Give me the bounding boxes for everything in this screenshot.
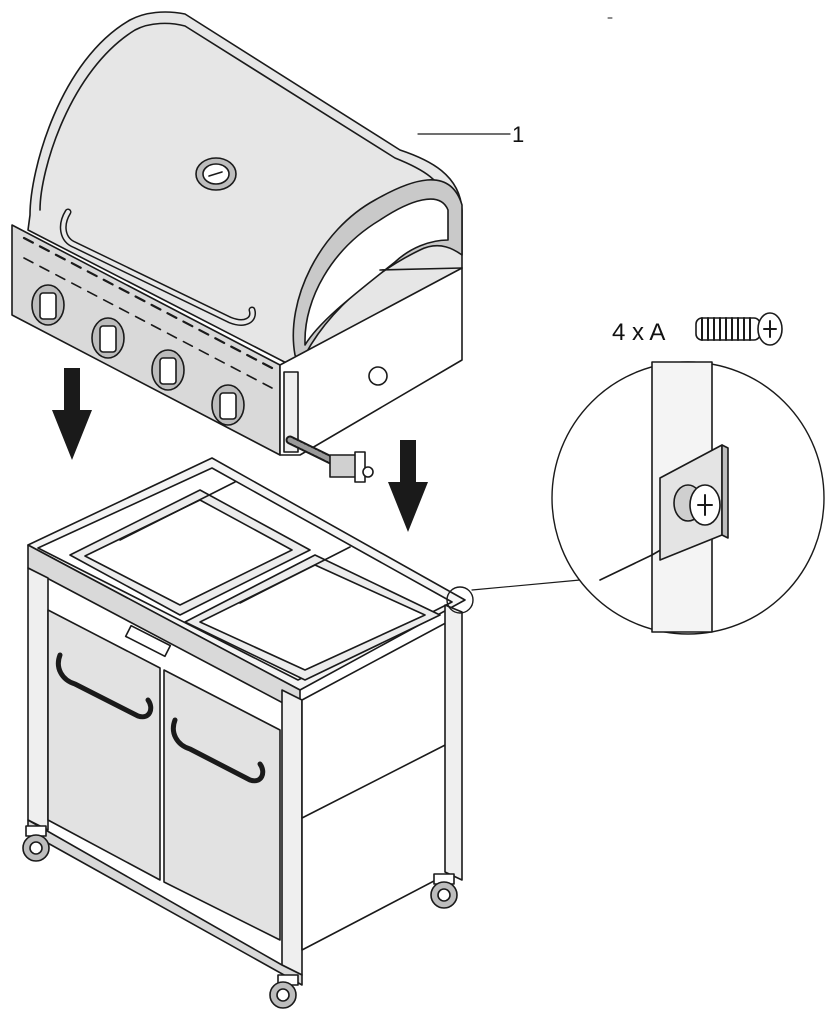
detail-magnifier bbox=[551, 361, 825, 635]
caster-wheel-icon bbox=[430, 873, 458, 909]
mount-point-icon bbox=[446, 586, 474, 614]
door-handle-icon bbox=[55, 652, 154, 720]
callout-number: 1 bbox=[512, 122, 524, 147]
control-knob-icon bbox=[151, 349, 185, 391]
grill-head bbox=[11, 11, 511, 483]
screw-icon bbox=[695, 312, 783, 346]
caster-wheel-icon bbox=[269, 974, 299, 1009]
control-knob-icon bbox=[91, 317, 125, 359]
hardware-quantity-label: 4 x A bbox=[612, 319, 665, 346]
screw-icon bbox=[673, 484, 721, 526]
down-arrow-icon bbox=[52, 368, 92, 460]
cart bbox=[22, 457, 474, 1009]
door-handle-icon bbox=[170, 717, 266, 784]
cart-door-left bbox=[47, 609, 161, 881]
cart-leg bbox=[27, 567, 49, 831]
control-knob-icon bbox=[211, 384, 245, 426]
control-knob-icon bbox=[31, 284, 65, 326]
firebox-side bbox=[279, 267, 463, 456]
cart-leg bbox=[281, 689, 303, 976]
caster-wheel-icon bbox=[22, 825, 50, 862]
thermometer-icon bbox=[195, 157, 237, 191]
cart-door-right bbox=[163, 669, 281, 941]
gas-hose-icon bbox=[285, 435, 374, 483]
down-arrow-icon bbox=[388, 440, 428, 532]
